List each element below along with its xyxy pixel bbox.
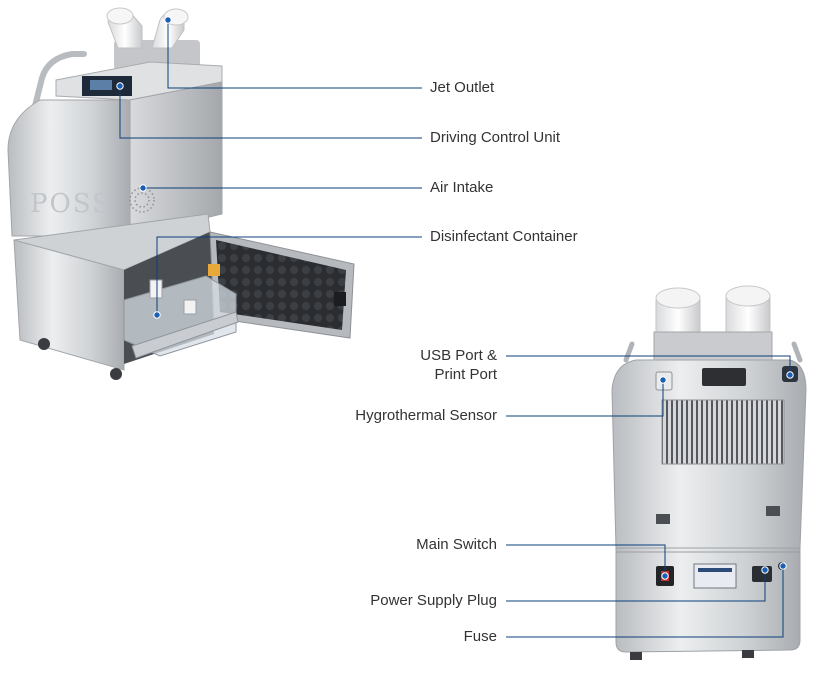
leader-disinfectant-container [156,236,422,315]
marker-air-intake [139,184,147,192]
front-machine-illustration: POSS [7,7,355,380]
callout-jet-outlet: Jet Outlet [430,79,495,96]
marker-driving-control-unit [116,82,124,90]
callout-usb-port-line1: USB Port & [420,347,497,364]
rating-label-plate [693,563,737,589]
leader-usb-port [506,355,791,375]
rear-vent-grille [661,399,785,465]
callout-driving-control-unit: Driving Control Unit [430,129,561,146]
marker-fuse [779,562,787,570]
brand-mark: POSS [30,189,112,219]
leader-jet-outlet [167,20,422,89]
marker-power-supply-plug [761,566,769,574]
rear-machine-illustration [611,285,807,660]
leader-driving-control-unit [119,86,422,139]
leader-power-supply-plug [506,570,766,602]
callout-main-switch: Main Switch [416,536,497,553]
marker-disinfectant-container [153,311,161,319]
callout-hygrothermal-sensor: Hygrothermal Sensor [355,407,497,424]
leader-hygrothermal-sensor [506,380,664,417]
rear-jet-outlet-pipes [653,285,773,363]
disinfectant-container-box [123,264,239,359]
rear-top-slot [702,368,746,386]
marker-usb-port [786,371,794,379]
jet-outlet-pipes [106,7,200,70]
callout-air-intake: Air Intake [430,179,494,196]
callout-leader-lines [116,16,794,638]
callout-power-supply-plug: Power Supply Plug [370,592,497,609]
marker-hygrothermal-sensor [659,376,667,384]
marker-jet-outlet [164,16,172,24]
leader-main-switch [506,544,666,576]
marker-main-switch [661,572,669,580]
leader-fuse [506,566,784,638]
callout-disinfectant-container: Disinfectant Container [430,228,578,245]
callout-usb-port-line2: Print Port [434,366,497,383]
callout-fuse: Fuse [463,628,497,645]
open-door [209,231,355,339]
